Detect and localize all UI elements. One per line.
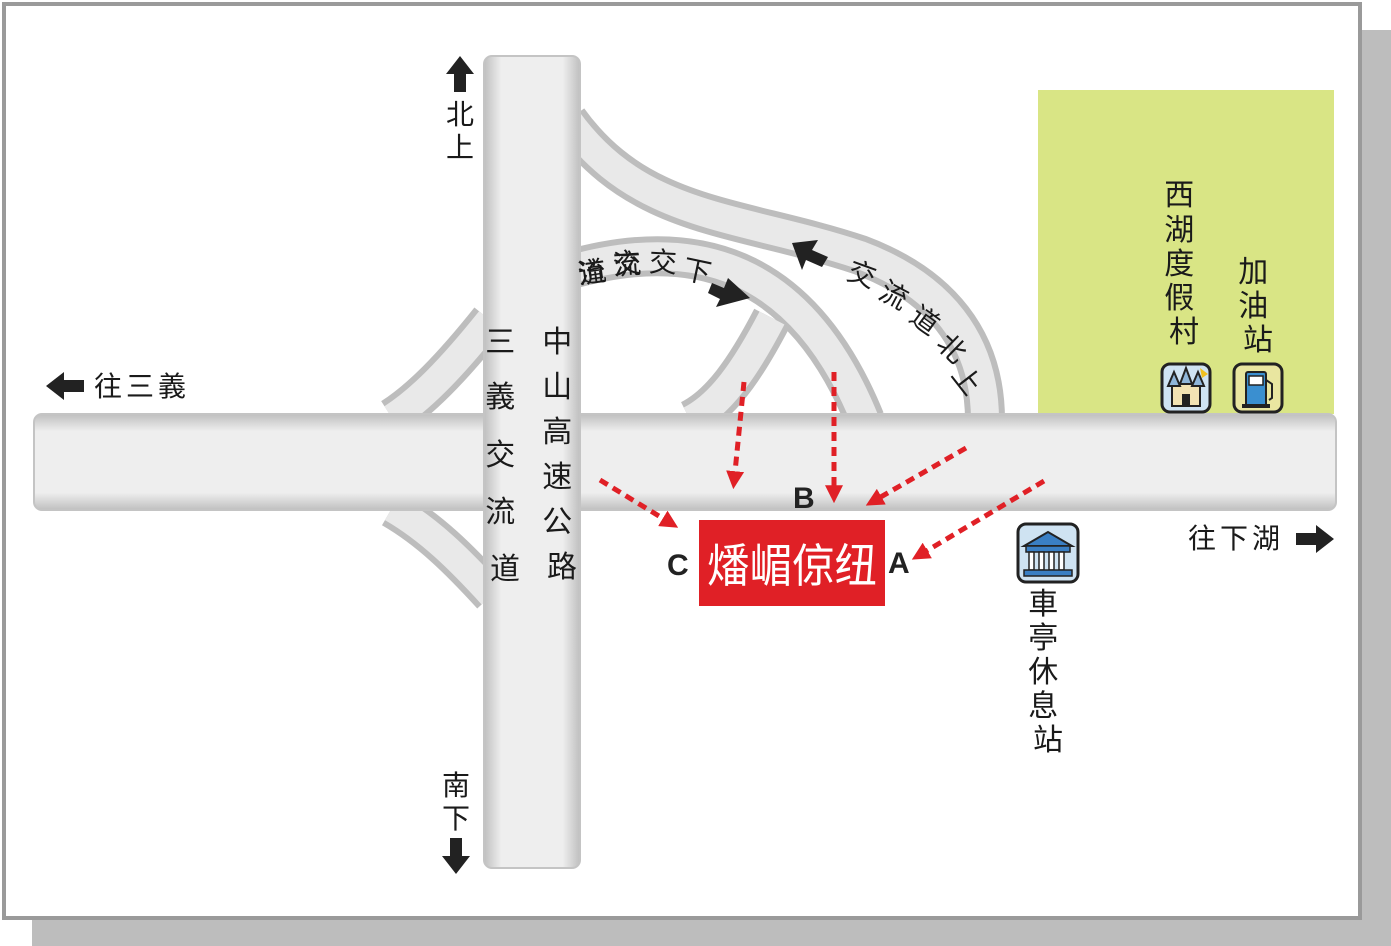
entrance-c: C [667,549,689,582]
arrow-to-b-right [865,445,968,506]
south-ramp-char-2: 流 [612,247,642,282]
entrance-arrows [598,372,1046,560]
destination-box [699,520,885,606]
ramps [380,108,1005,609]
fuel-pump-icon [1232,362,1284,414]
resort-label: 西 湖 度 假 村 [1164,178,1204,350]
destination-name: 燔嵋倞纽 [707,539,877,593]
south-ramp-char-4: 下 [680,252,714,290]
sanyi-interchange-label: 三 義 交 流 道 [485,325,525,587]
building-icon [1016,522,1080,584]
highway-label: 中 山 高 速 公 路 [542,325,582,585]
entrance-b: B [793,482,815,515]
arrow-to-a [911,478,1046,560]
highway-road [483,55,581,869]
svg-text:流: 流 [576,254,608,291]
east-arrow-icon [1296,525,1334,553]
svg-text:交: 交 [612,246,642,281]
south-ramp-char-1: 道 [576,254,608,291]
south-ramp-char-3: 交 [648,245,678,279]
west-label: 往三義 [94,370,190,403]
castle-icon [1160,362,1212,414]
arrow-to-b-left [726,381,747,490]
south-arrow-icon [442,838,470,874]
east-label: 往下湖 [1188,522,1284,555]
south-label: 南下 [442,769,470,835]
west-arrow-icon [46,372,84,400]
rest-stop-label: 車 亭 休 息 站 [1028,587,1068,758]
entrance-a: A [888,547,910,580]
north-ramp-arrow-icon [792,240,828,270]
resort-area [1038,90,1334,414]
south-ramp-arrow-icon [708,278,750,307]
gas-station-label: 加 油 站 [1238,255,1278,358]
south-ramp-label: 流 交 下 交 [576,246,642,291]
north-arrow-icon [446,56,474,92]
north-label: 北上 [446,98,474,164]
horizontal-road [33,413,1337,511]
